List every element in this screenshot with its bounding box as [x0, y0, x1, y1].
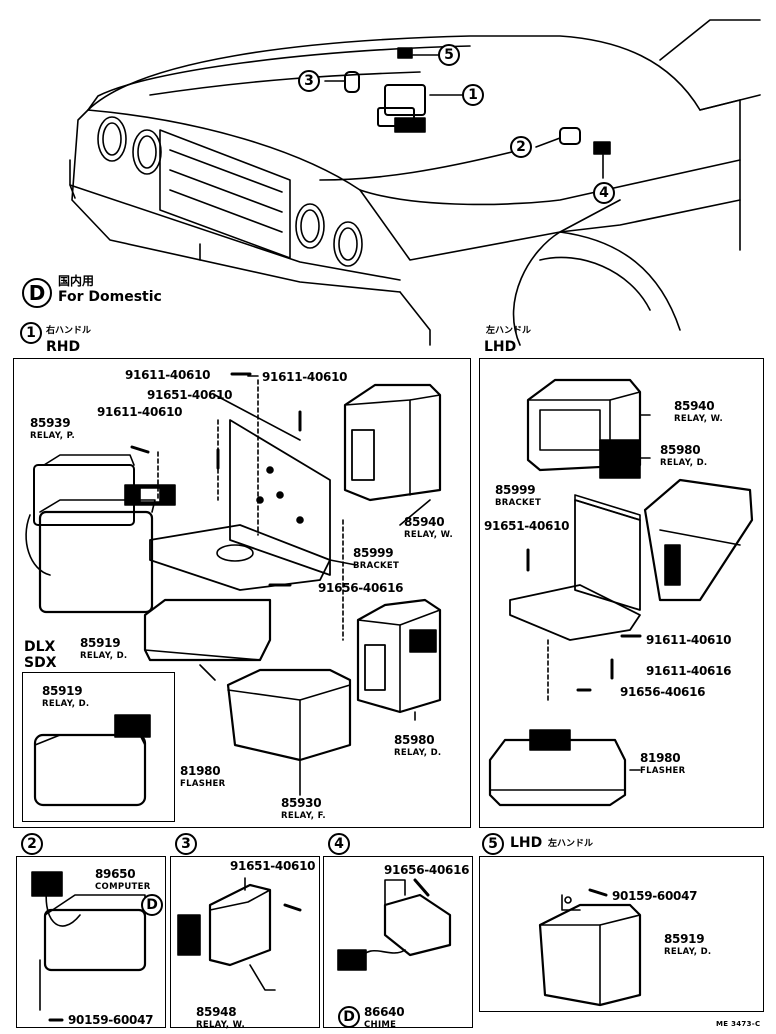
dlx-label: DLX [24, 639, 56, 655]
lhd-relay-d-name: RELAY, D. [660, 458, 708, 468]
lhd-label-jp: 左ハンドル [486, 326, 532, 336]
rhd-parts-art [25, 372, 442, 807]
lhd-parts-art [488, 378, 754, 807]
inset-relay-d-number: 85919 [42, 684, 83, 698]
section-2-marker: 2 [21, 833, 43, 855]
rhd-relay-d-name: RELAY, D. [80, 651, 128, 661]
section-5-frame [479, 856, 764, 1012]
chime-number: 86640 [364, 1005, 405, 1019]
computer-name: COMPUTER [95, 882, 151, 892]
domestic-label-en: For Domestic [58, 289, 162, 305]
section-4-frame [323, 856, 473, 1028]
callout-3: 3 [298, 70, 320, 92]
sdx-label: SDX [24, 655, 57, 671]
section-3-frame [170, 856, 320, 1028]
lhd-bolt-91651: 91651-40610 [484, 519, 570, 533]
lhd-label: LHD [484, 339, 517, 355]
callout-5: 5 [438, 44, 460, 66]
lhd-flasher-name: FLASHER [640, 766, 686, 776]
sec2-domestic-marker: D [141, 894, 163, 916]
lhd-relay-d-number: 85980 [660, 443, 701, 457]
rhd-label-jp: 右ハンドル [46, 326, 92, 336]
sec3-relay-w-number: 85948 [196, 1005, 237, 1019]
sec4-domestic-marker: D [338, 1006, 360, 1028]
callout-2: 2 [510, 136, 532, 158]
section-3-marker: 3 [175, 833, 197, 855]
lhd-flasher-number: 81980 [640, 751, 681, 765]
callout-4: 4 [593, 182, 615, 204]
sec5-lhd-label-jp: 左ハンドル [548, 839, 594, 849]
car-illustration [69, 19, 761, 346]
lhd-bolt-91656: 91656-40616 [620, 685, 706, 699]
rhd-label: RHD [46, 339, 81, 355]
sec3-art [177, 877, 302, 991]
sec3-relay-w-name: RELAY, W. [196, 1020, 246, 1030]
section-4-marker: 4 [328, 833, 350, 855]
rhd-bolt-91611-right: 91611-40610 [262, 370, 348, 384]
lhd-bolt-91611-b: 91611-40616 [646, 664, 732, 678]
relay-f-name: RELAY, F. [281, 811, 326, 821]
section-1-marker: 1 [20, 322, 42, 344]
lhd-relay-w-name: RELAY, W. [674, 414, 724, 424]
rhd-bolt-91651: 91651-40610 [147, 388, 233, 402]
callout-1: 1 [462, 84, 484, 106]
rhd-bolt-91611-top: 91611-40610 [125, 368, 211, 382]
rhd-relay-w-number: 85940 [404, 515, 445, 529]
sec2-bolt: 90159-60047 [68, 1013, 154, 1027]
chime-name: CHIME [364, 1020, 397, 1030]
sec5-art [538, 888, 642, 1007]
computer-number: 89650 [95, 867, 136, 881]
rhd-bolt-91656: 91656-40616 [318, 581, 404, 595]
relay-p-number: 85939 [30, 416, 71, 430]
section-5-marker: 5 [482, 833, 504, 855]
lhd-relay-w-number: 85940 [674, 399, 715, 413]
drawing-code: ME 3473-C [716, 1020, 761, 1028]
rhd-bolt-91611-left: 91611-40610 [97, 405, 183, 419]
sec5-relay-d-number: 85919 [664, 932, 705, 946]
lhd-section-frame [479, 358, 764, 828]
domestic-label-jp: 国内用 [58, 274, 95, 288]
relay-f-number: 85930 [281, 796, 322, 810]
lhd-bracket-number: 85999 [495, 483, 536, 497]
sec4-art [337, 878, 452, 971]
rhd-relay-d2-number: 85980 [394, 733, 435, 747]
rhd-flasher-name: FLASHER [180, 779, 226, 789]
relay-p-name: RELAY, P. [30, 431, 76, 441]
rhd-bracket-name: BRACKET [353, 561, 400, 571]
sec3-bolt: 91651-40610 [230, 859, 316, 873]
inset-relay-d-name: RELAY, D. [42, 699, 90, 709]
sec5-bolt: 90159-60047 [612, 889, 698, 903]
domestic-d-marker: D [22, 278, 52, 308]
rhd-bracket-number: 85999 [353, 546, 394, 560]
rhd-relay-w-name: RELAY, W. [404, 530, 454, 540]
section-2-frame [16, 856, 166, 1028]
sec5-relay-d-name: RELAY, D. [664, 947, 712, 957]
rhd-relay-d2-name: RELAY, D. [394, 748, 442, 758]
rhd-section-frame [13, 358, 471, 828]
sec5-lhd-label: LHD [510, 835, 543, 851]
lhd-bolt-91611-a: 91611-40610 [646, 633, 732, 647]
sec4-bolt: 91656-40616 [384, 863, 470, 877]
rhd-flasher-number: 81980 [180, 764, 221, 778]
dlx-sdx-inset-frame [22, 672, 175, 822]
lhd-bracket-name: BRACKET [495, 498, 542, 508]
rhd-relay-d-number: 85919 [80, 636, 121, 650]
